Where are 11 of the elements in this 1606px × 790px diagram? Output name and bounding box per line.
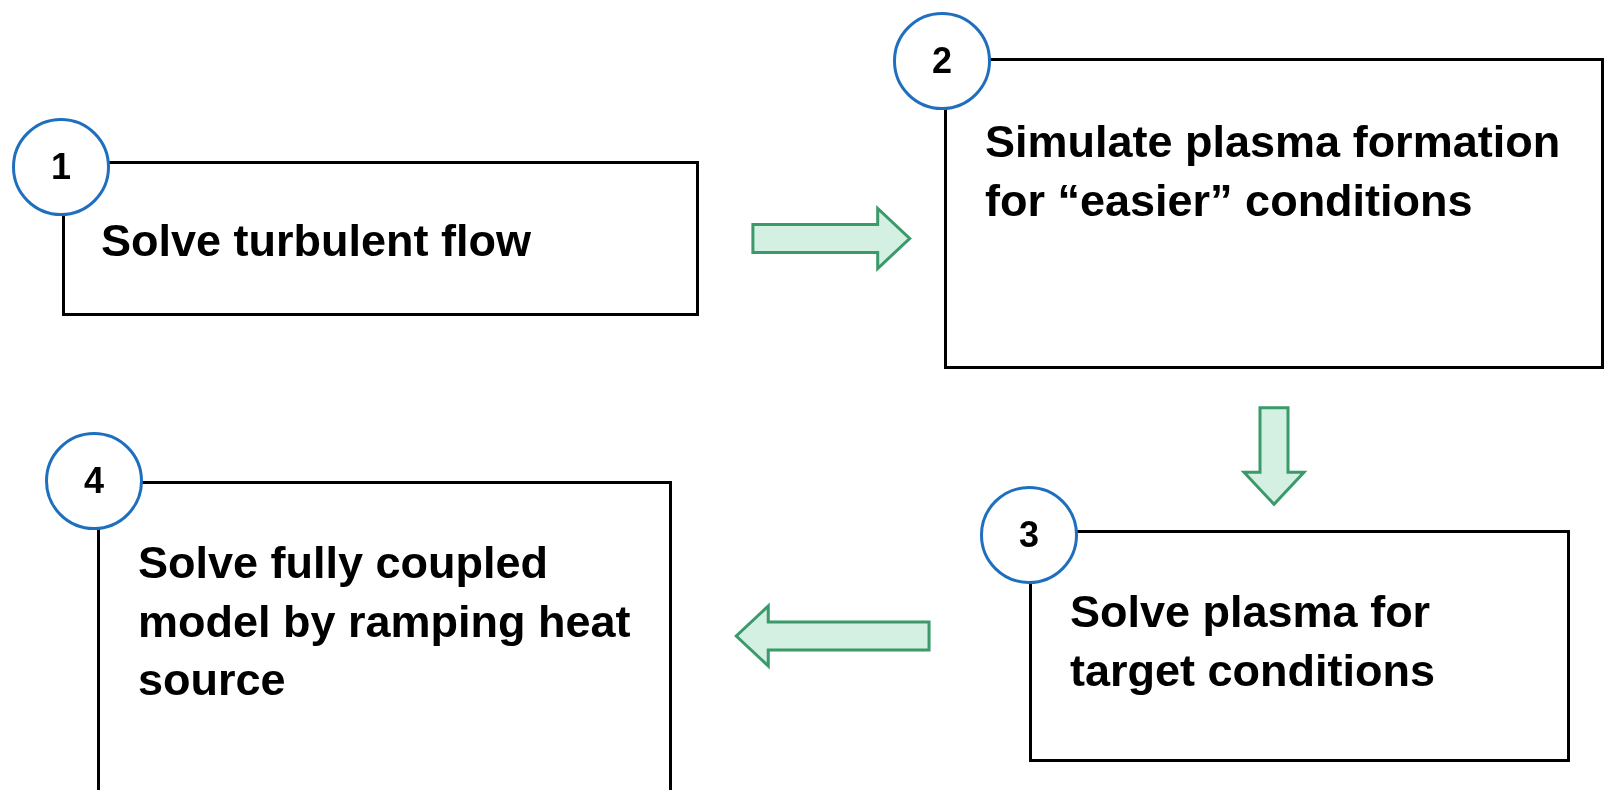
step-text: Solve turbulent flow xyxy=(101,214,532,268)
step-text: Solve plasma for target conditions xyxy=(1070,585,1436,698)
step-number: 1 xyxy=(51,146,71,188)
step-number: 4 xyxy=(84,460,104,502)
step-number: 3 xyxy=(1019,514,1039,556)
block-arrow xyxy=(1240,406,1308,507)
block-arrow xyxy=(734,602,931,670)
step-text: Solve fully coupled model by ramping heat source xyxy=(138,536,632,707)
step-number: 2 xyxy=(932,40,952,82)
block-arrow xyxy=(751,205,912,272)
step-text: Simulate plasma formation for “easier” conditions xyxy=(985,115,1562,228)
